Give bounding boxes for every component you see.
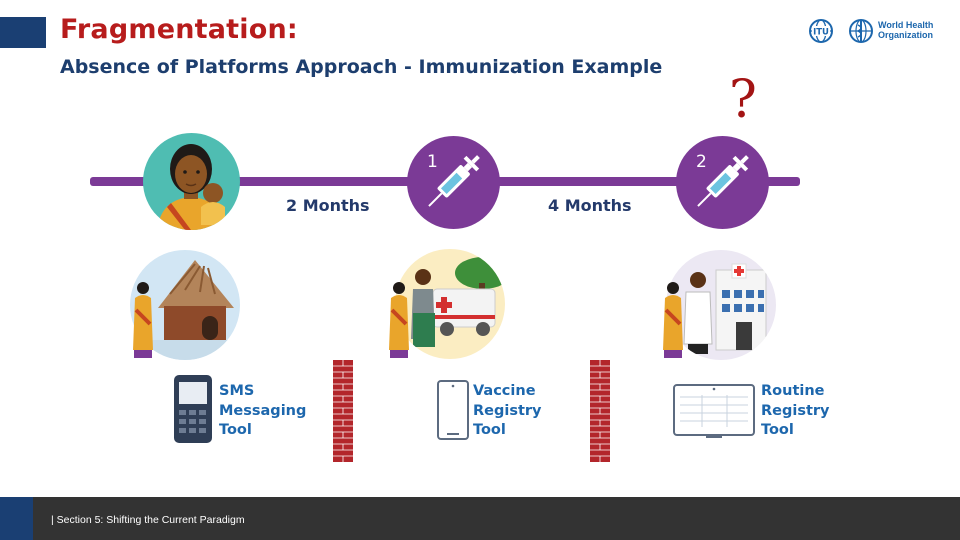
footer-accent-block <box>0 497 33 540</box>
mother-figure-icon <box>663 282 683 358</box>
brick-wall-icon <box>590 360 610 462</box>
laptop-icon <box>673 384 755 438</box>
mother-figure-icon <box>389 282 409 358</box>
header-accent-block <box>0 17 46 48</box>
who-emblem-icon <box>849 19 873 43</box>
footer-bar <box>0 497 960 540</box>
itu-globe-icon: ITU <box>809 19 833 43</box>
syringe-icon <box>428 155 480 207</box>
syringe-icon <box>697 155 749 207</box>
footer-section-label: | Section 5: Shifting the Current Paradi… <box>51 514 245 526</box>
page-subtitle: Absence of Platforms Approach - Immuniza… <box>60 56 663 78</box>
brick-wall-icon <box>333 360 353 462</box>
who-label: World Health Organization <box>878 20 934 40</box>
sms-messaging-tool-label: SMS Messaging Tool <box>219 383 307 438</box>
mother-figure-icon <box>133 282 153 358</box>
hospital-scene <box>666 250 776 360</box>
interval-label-2-months: 2 Months <box>286 196 370 215</box>
dose-2-circle: 2 <box>676 136 769 229</box>
mobile-clinic-scene <box>395 249 505 359</box>
mother-with-baby-illustration <box>143 133 240 230</box>
dose-number: 2 <box>696 152 707 172</box>
itu-label: ITU <box>813 28 829 38</box>
mobile-phone-icon <box>174 375 212 443</box>
dose-number: 1 <box>427 152 438 172</box>
routine-registry-tool-label: Routine Registry Tool <box>761 383 830 438</box>
interval-label-4-months: 4 Months <box>548 196 632 215</box>
question-mark: ? <box>729 70 757 130</box>
vaccine-registry-tool-label: Vaccine Registry Tool <box>473 383 542 438</box>
partner-logos: ITU World Health Organization <box>808 17 936 45</box>
dose-1-circle: 1 <box>407 136 500 229</box>
tablet-icon <box>437 380 469 440</box>
page-title: Fragmentation: <box>60 14 298 45</box>
